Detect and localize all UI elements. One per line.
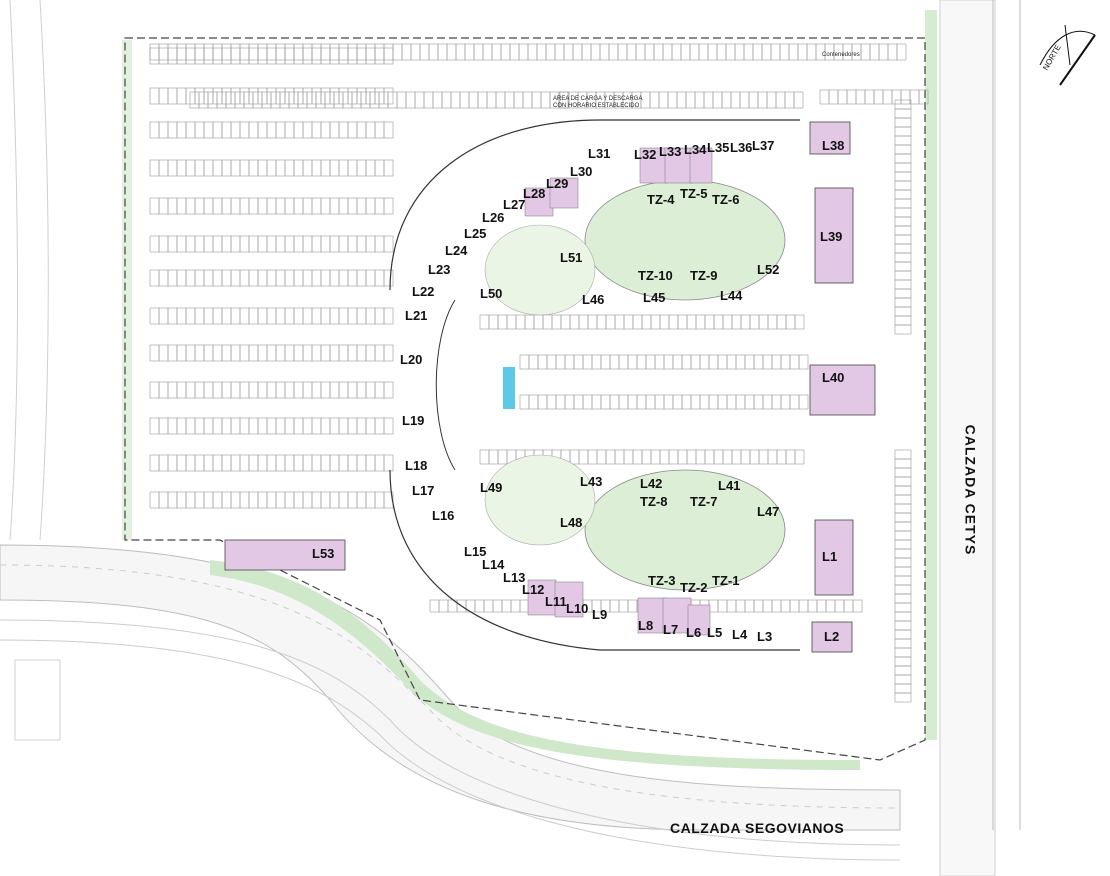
unit-label-l21: L21 (405, 308, 427, 323)
unit-label-l18: L18 (405, 458, 427, 473)
unit-label-l45: L45 (643, 290, 665, 305)
unit-label-l6: L6 (686, 625, 701, 640)
unit-label-tz-3: TZ-3 (648, 573, 675, 588)
unit-label-tz-8: TZ-8 (640, 494, 667, 509)
unit-label-l43: L43 (580, 474, 602, 489)
unit-label-l29: L29 (546, 176, 568, 191)
unit-label-l37: L37 (752, 138, 774, 153)
street-south-label: CALZADA SEGOVIANOS (670, 820, 844, 836)
unit-label-l42: L42 (640, 476, 662, 491)
unit-label-l8: L8 (638, 618, 653, 633)
loading-zone-hours: CON HORARIO ESTABLECIDO (553, 103, 640, 109)
unit-label-tz-6: TZ-6 (712, 192, 739, 207)
unit-label-l14: L14 (482, 557, 505, 572)
unit-label-l23: L23 (428, 262, 450, 277)
unit-label-l33: L33 (659, 144, 681, 159)
unit-label-tz-2: TZ-2 (680, 580, 707, 595)
unit-label-l30: L30 (570, 164, 592, 179)
fountain (503, 367, 515, 409)
unit-l53 (224, 539, 346, 571)
unit-label-l24: L24 (445, 243, 468, 258)
unit-label-l2: L2 (824, 629, 839, 644)
unit-label-l46: L46 (582, 292, 604, 307)
loading-zone-note: AREA DE CARGA Y DESCARGA CON HORARIO EST… (553, 96, 642, 110)
unit-label-tz-5: TZ-5 (680, 186, 707, 201)
unit-label-l25: L25 (464, 226, 486, 241)
unit-label-l15: L15 (464, 544, 486, 559)
unit-label-l34: L34 (684, 142, 707, 157)
unit-label-l32: L32 (634, 147, 656, 162)
unit-label-l17: L17 (412, 483, 434, 498)
unit-label-l10: L10 (566, 601, 588, 616)
unit-label-l28: L28 (523, 186, 545, 201)
unit-label-l50: L50 (480, 286, 502, 301)
unit-label-l48: L48 (560, 515, 582, 530)
unit-label-l16: L16 (432, 508, 454, 523)
containers-label: Contenedores (822, 52, 860, 58)
unit-label-l19: L19 (402, 413, 424, 428)
unit-label-l13: L13 (503, 570, 525, 585)
unit-label-tz-1: TZ-1 (712, 573, 739, 588)
unit-label-l22: L22 (412, 284, 434, 299)
north-arrow-icon (1039, 24, 1096, 86)
unit-label-l53: L53 (312, 546, 334, 561)
unit-label-l3: L3 (757, 629, 772, 644)
unit-label-l7: L7 (663, 622, 678, 637)
unit-label-tz-9: TZ-9 (690, 268, 717, 283)
unit-label-l36: L36 (730, 140, 752, 155)
unit-l39 (814, 187, 854, 284)
unit-label-l35: L35 (707, 140, 729, 155)
unit-label-l39: L39 (820, 229, 842, 244)
unit-label-l5: L5 (707, 625, 722, 640)
containers-note: Contenedores (822, 52, 860, 58)
unit-label-l1: L1 (822, 549, 837, 564)
unit-label-tz-4: TZ-4 (647, 192, 675, 207)
unit-label-tz-10: TZ-10 (638, 268, 673, 283)
unit-label-l47: L47 (757, 504, 779, 519)
unit-label-l12: L12 (522, 582, 544, 597)
unit-label-l31: L31 (588, 146, 610, 161)
street-name-east: CALZADA CETYS (962, 424, 979, 556)
unit-label-tz-7: TZ-7 (690, 494, 717, 509)
north-arrow: NORTE (1035, 15, 1105, 95)
street-east-label: CALZADA CETYS (945, 425, 995, 556)
unit-label-l38: L38 (822, 138, 844, 153)
unit-label-l27: L27 (503, 197, 525, 212)
street-name-south: CALZADA SEGOVIANOS (670, 820, 845, 836)
unit-label-l4: L4 (732, 627, 748, 642)
unit-l38 (809, 121, 851, 155)
parking-lot (149, 43, 929, 703)
loading-zone-label: AREA DE CARGA Y DESCARGA (553, 96, 643, 102)
unit-label-l49: L49 (480, 480, 502, 495)
unit-label-l40: L40 (822, 370, 844, 385)
unit-label-l41: L41 (718, 478, 740, 493)
unit-label-l51: L51 (560, 250, 582, 265)
unit-label-l44: L44 (720, 288, 743, 303)
unit-l2 (811, 621, 853, 653)
unit-label-l11: L11 (545, 594, 567, 609)
unit-l1 (814, 519, 854, 596)
unit-label-l20: L20 (400, 352, 422, 367)
unit-l40 (809, 364, 876, 416)
unit-label-l52: L52 (757, 262, 779, 277)
unit-label-l9: L9 (592, 607, 607, 622)
plaza-south (584, 469, 786, 591)
unit-label-l26: L26 (482, 210, 504, 225)
